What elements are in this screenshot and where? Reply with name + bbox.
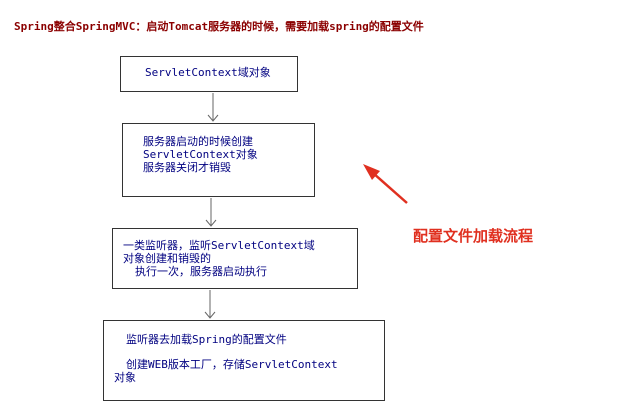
flow-box-load-config: 监听器去加载Spring的配置文件 创建WEB版本工厂，存储ServletCon… xyxy=(103,320,385,401)
header-title: Spring整合SpringMVC：启动Tomcat服务器的时候，需要加载spr… xyxy=(14,20,424,33)
box2-line3: 服务器关闭才销毁 xyxy=(143,161,231,174)
box4-line1: 监听器去加载Spring的配置文件 xyxy=(126,333,287,346)
box2-line1: 服务器启动的时候创建 xyxy=(143,135,253,148)
annotation-arrow xyxy=(363,164,408,204)
box3-line3: 执行一次，服务器启动执行 xyxy=(135,265,267,278)
annotation-label: 配置文件加载流程 xyxy=(413,227,534,245)
box3-line2: 对象创建和销毁的 xyxy=(123,252,211,265)
flow-box-server-lifecycle: 服务器启动的时候创建 ServletContext对象 服务器关闭才销毁 xyxy=(122,123,315,197)
box3-line1: 一类监听器，监听ServletContext域 xyxy=(123,239,315,252)
box2-line2: ServletContext对象 xyxy=(143,148,258,161)
flow-box-servletcontext: ServletContext域对象 xyxy=(120,56,298,92)
flow-arrow-3 xyxy=(204,290,216,319)
flow-arrow-2 xyxy=(205,198,217,227)
box4-line2: 创建WEB版本工厂，存储ServletContext xyxy=(126,358,338,371)
box4-line3: 对象 xyxy=(114,371,136,384)
flow-box-listener: 一类监听器，监听ServletContext域 对象创建和销毁的 执行一次，服务… xyxy=(112,228,358,289)
flow-arrow-1 xyxy=(207,93,219,122)
box1-line1: ServletContext域对象 xyxy=(145,66,271,79)
